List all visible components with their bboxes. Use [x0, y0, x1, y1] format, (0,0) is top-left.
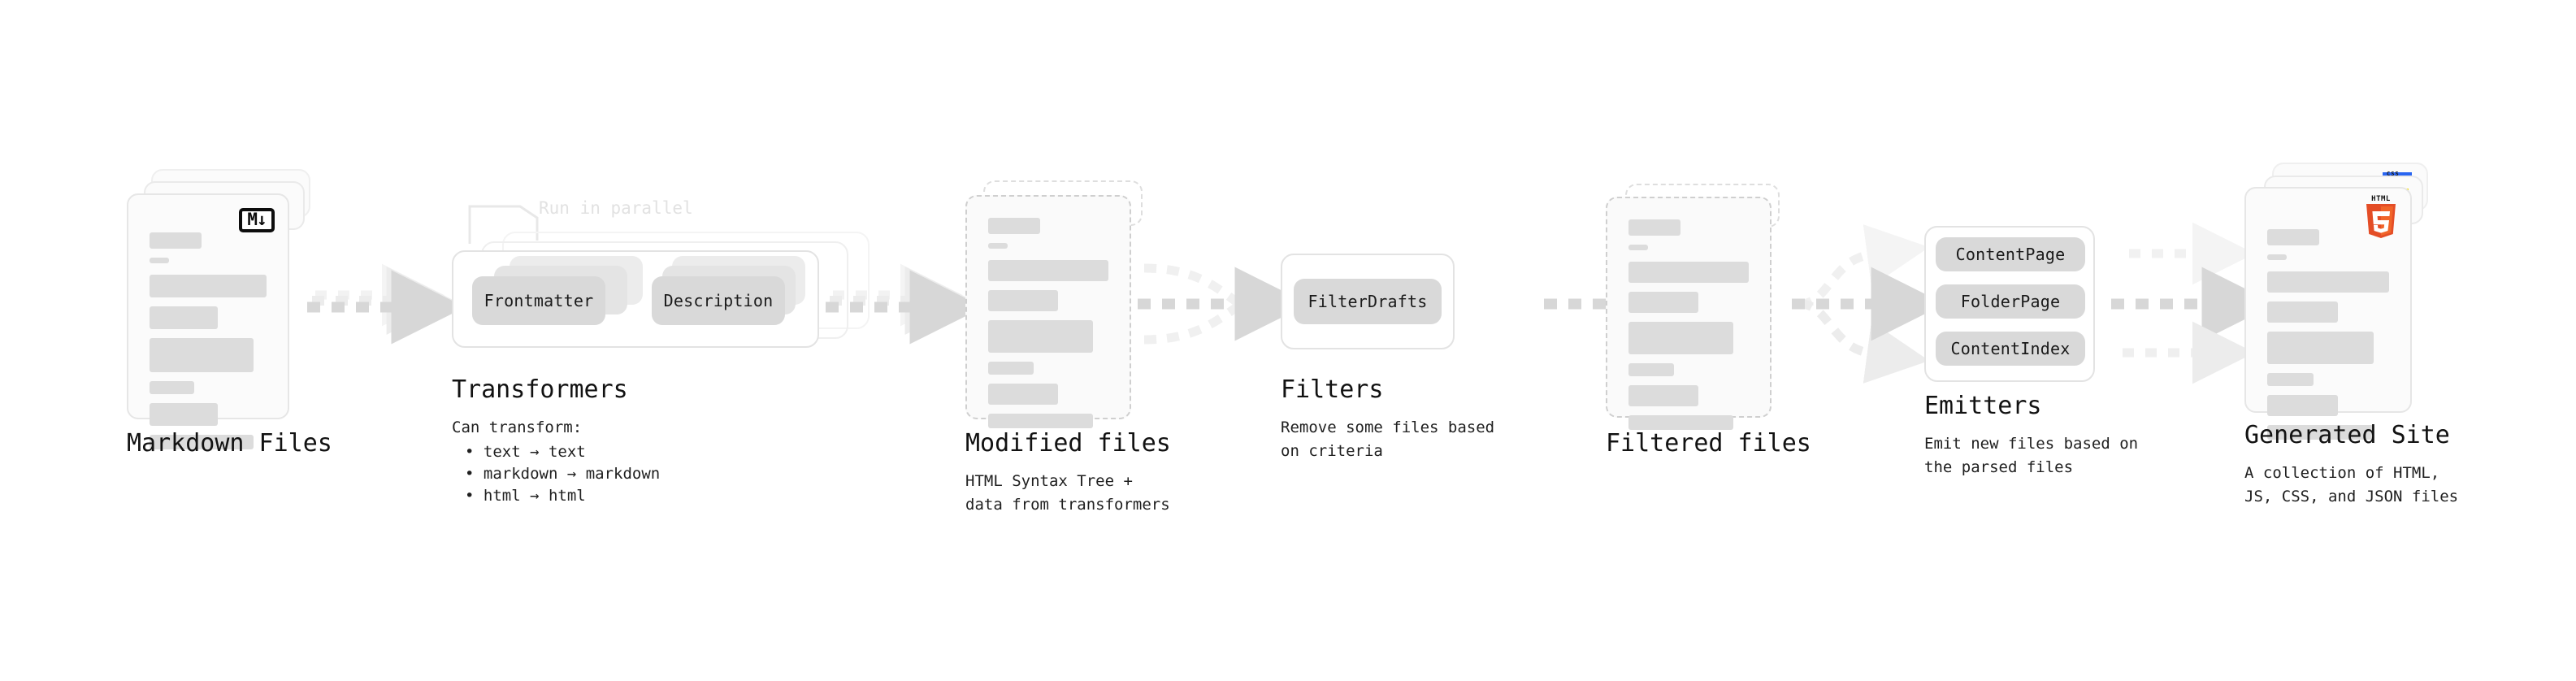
stage-title-filters: Filters — [1281, 375, 1384, 404]
chip-description[interactable]: Description — [652, 276, 785, 325]
skeleton-bar — [150, 275, 267, 297]
chip-filterdrafts[interactable]: FilterDrafts — [1294, 279, 1442, 324]
modified-card-front[interactable] — [965, 195, 1131, 428]
skeleton-bars — [150, 232, 267, 458]
skeleton-bar — [988, 243, 1008, 249]
generated-site-description: A collection of HTML, JS, CSS, and JSON … — [2244, 464, 2459, 505]
skeleton-bar — [2267, 229, 2319, 245]
skeleton-bar — [988, 218, 1040, 234]
skeleton-bar — [2267, 301, 2338, 323]
skeleton-bar — [1628, 385, 1698, 406]
skeleton-bar — [150, 338, 254, 372]
chip-contentpage[interactable]: ContentPage — [1936, 237, 2085, 271]
skeleton-bar — [1628, 363, 1675, 376]
skeleton-bar — [988, 260, 1108, 281]
skeleton-bar — [1628, 219, 1680, 236]
stage-title-markdown-files: Markdown Files — [127, 429, 332, 458]
skeleton-bar — [2267, 332, 2374, 364]
skeleton-bars — [2267, 229, 2389, 449]
skeleton-bar — [2267, 271, 2389, 293]
skeleton-bar — [1628, 245, 1648, 250]
skeleton-bars — [1628, 219, 1749, 439]
stage-title-modified-files: Modified files — [965, 429, 1171, 458]
skeleton-bar — [1628, 262, 1749, 283]
emitters-description: Emit new files based on the parsed files — [1924, 435, 2139, 476]
transformers-bullet-1: • markdown → markdown — [465, 465, 661, 483]
skeleton-bar — [1628, 292, 1698, 313]
transformers-bullet-2: • html → html — [465, 487, 586, 505]
run-in-parallel-label: Run in parallel — [539, 198, 693, 218]
chip-frontmatter[interactable]: Frontmatter — [472, 276, 605, 325]
skeleton-bar — [988, 320, 1093, 353]
skeleton-bar — [988, 414, 1093, 428]
skeleton-bar — [1628, 322, 1733, 354]
css-icon: CSS — [2383, 171, 2412, 180]
connector-md-to-transformers — [307, 263, 466, 345]
skeleton-bar — [150, 232, 202, 249]
connector-filtered-to-emitters — [1792, 224, 1945, 384]
skeleton-bars — [988, 218, 1108, 437]
skeleton-bar — [150, 306, 218, 329]
transformers-bullet-0: • text → text — [465, 443, 586, 461]
skeleton-bar — [2267, 254, 2287, 260]
skeleton-bar — [988, 384, 1058, 405]
skeleton-bar — [2267, 395, 2338, 416]
skeleton-bar — [150, 258, 169, 263]
stage-title-generated-site: Generated Site — [2244, 421, 2450, 449]
filtered-card-front[interactable] — [1606, 197, 1772, 430]
filters-description: Remove some files based on criteria — [1281, 419, 1495, 460]
modified-files-description: HTML Syntax Tree + data from transformer… — [965, 472, 1170, 514]
skeleton-bar — [1628, 415, 1733, 430]
skeleton-bar — [988, 290, 1058, 311]
site-card-front[interactable]: HTML — [2244, 187, 2412, 440]
connector-modified-to-filters — [1138, 263, 1309, 345]
skeleton-bar — [2267, 425, 2374, 440]
stage-title-transformers: Transformers — [452, 375, 628, 404]
stage-title-filtered-files: Filtered files — [1606, 429, 1811, 458]
skeleton-bar — [150, 435, 254, 449]
skeleton-bar — [988, 362, 1034, 375]
html5-icon: HTML — [2363, 195, 2399, 238]
markdown-card-front[interactable]: M↓ — [127, 193, 289, 449]
chip-folderpage[interactable]: FolderPage — [1936, 284, 2085, 319]
skeleton-bar — [150, 403, 218, 426]
markdown-icon: M↓ — [239, 208, 275, 232]
transformers-description: Can transform: — [452, 419, 583, 436]
skeleton-bar — [150, 381, 194, 394]
chip-contentindex[interactable]: ContentIndex — [1936, 332, 2085, 366]
skeleton-bar — [2267, 373, 2314, 386]
connector-emitters-to-site — [2111, 222, 2276, 384]
stage-title-emitters: Emitters — [1924, 392, 2042, 420]
